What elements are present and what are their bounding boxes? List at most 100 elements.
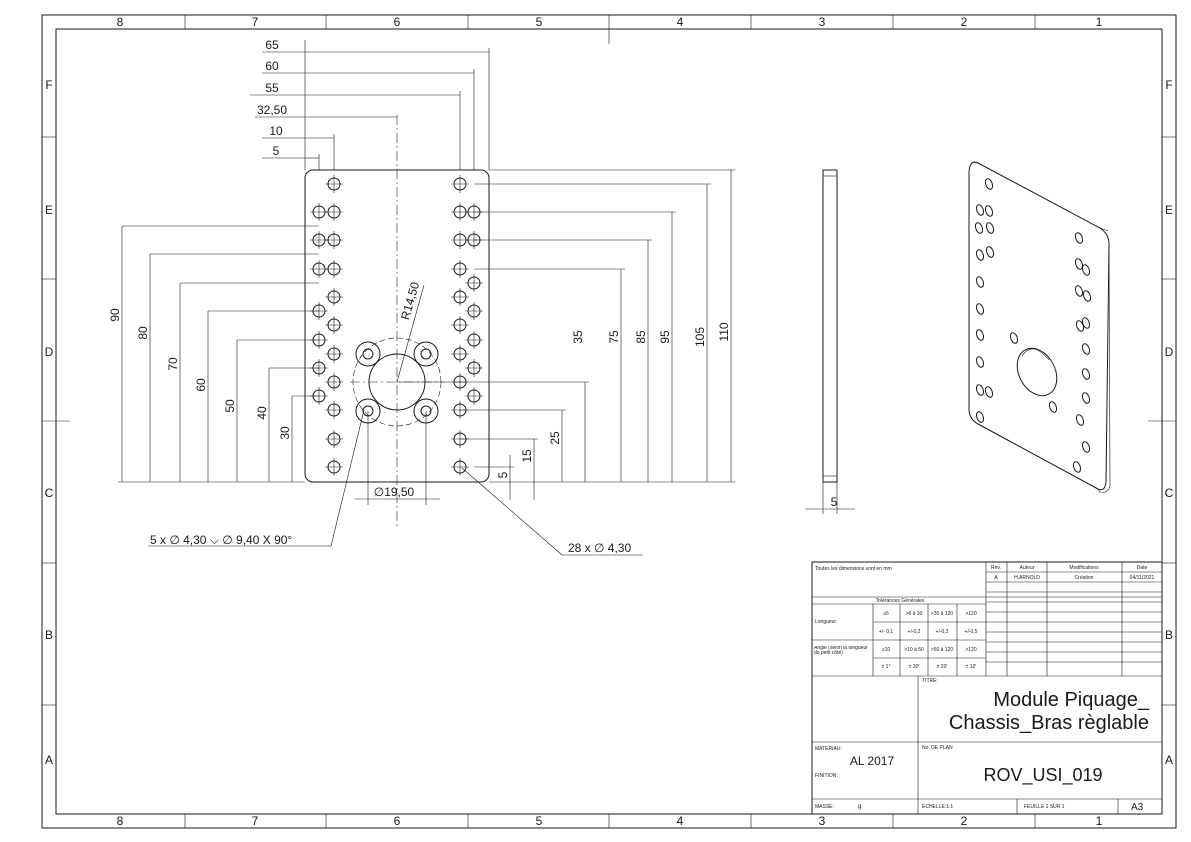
iso-hole bbox=[984, 205, 994, 217]
length-tol: +/-0,3 bbox=[936, 629, 949, 635]
column-label: 8 bbox=[117, 814, 124, 828]
angle-tol: ± 1° bbox=[882, 664, 891, 670]
row-label: F bbox=[45, 78, 52, 92]
dim-right: 95 bbox=[658, 330, 672, 344]
dim-left: 40 bbox=[255, 406, 269, 420]
drawing-title-line1: Module Piquage_ bbox=[993, 689, 1150, 711]
mounting-holes bbox=[310, 175, 483, 476]
dim-left: 30 bbox=[278, 426, 292, 440]
iso-hole bbox=[1075, 414, 1085, 426]
drawing-title-line2: Chassis_Bras règlable bbox=[949, 712, 1149, 734]
row-label: B bbox=[1165, 628, 1173, 642]
row-label: E bbox=[1165, 203, 1173, 217]
length-range: >120 bbox=[965, 611, 976, 617]
dim-right: 35 bbox=[571, 330, 585, 344]
iso-hole bbox=[984, 178, 994, 190]
column-label: 1 bbox=[1096, 814, 1103, 828]
rev-header: Date bbox=[1137, 565, 1148, 571]
finish-label: FINITION: bbox=[815, 773, 838, 779]
iso-hole bbox=[1072, 461, 1082, 473]
dim-horizontal: 32,50 bbox=[257, 103, 287, 117]
rev-header: Auteur bbox=[1020, 565, 1035, 571]
column-label: 2 bbox=[961, 814, 968, 828]
angle-range: >120 bbox=[965, 647, 976, 653]
row-label: D bbox=[45, 345, 54, 359]
column-label: 7 bbox=[252, 814, 259, 828]
column-label: 4 bbox=[677, 814, 684, 828]
row-label: A bbox=[45, 753, 53, 767]
iso-hole bbox=[985, 222, 995, 234]
dim-horizontal: 5 bbox=[273, 144, 280, 158]
iso-hole bbox=[1074, 258, 1084, 270]
iso-hole bbox=[975, 329, 985, 341]
iso-hole bbox=[975, 411, 985, 423]
iso-hole bbox=[1075, 320, 1085, 332]
iso-hole bbox=[1074, 232, 1084, 244]
length-range: >30 à 120 bbox=[931, 611, 954, 617]
row-label: C bbox=[45, 486, 54, 500]
row-label: F bbox=[1165, 78, 1172, 92]
angle-range: ≤10 bbox=[882, 647, 891, 653]
rev-value: A bbox=[994, 575, 998, 581]
dim-radius: R14,50 bbox=[398, 280, 422, 321]
units-note: Toutes les dimensions sont en mm bbox=[815, 566, 892, 572]
column-label: 4 bbox=[677, 15, 684, 29]
length-range: >6 à 30 bbox=[906, 611, 923, 617]
row-label: D bbox=[1165, 345, 1174, 359]
column-label: 6 bbox=[394, 814, 401, 828]
length-tol: +/-0,5 bbox=[965, 629, 978, 635]
sheet-number: FEUILLE 1 SUR 1 bbox=[1024, 804, 1065, 810]
dim-horizontal: 55 bbox=[265, 81, 279, 95]
iso-hole bbox=[1081, 441, 1091, 453]
dim-left: 80 bbox=[136, 326, 150, 340]
iso-hole bbox=[974, 222, 984, 234]
iso-hole bbox=[1074, 285, 1084, 297]
iso-bore bbox=[1016, 347, 1058, 397]
dim-left: 60 bbox=[194, 378, 208, 392]
angle-label: Angle (selon la longueur du petit côté) bbox=[814, 646, 868, 656]
column-label: 3 bbox=[819, 814, 826, 828]
iso-hole bbox=[1082, 290, 1092, 302]
dim-diameter: ∅19,50 bbox=[374, 485, 415, 499]
angle-tol: ± 10' bbox=[966, 664, 977, 670]
iso-hole bbox=[975, 204, 985, 216]
title-block: Toutes les dimensions sont en mm Rev. Au… bbox=[811, 561, 1163, 815]
dim-right: 105 bbox=[693, 327, 707, 347]
iso-hole bbox=[975, 356, 985, 368]
dim-left: 70 bbox=[166, 357, 180, 371]
dimensions: 65 60 55 32,50 10 5 90 80 70 60 50 40 30 bbox=[108, 38, 735, 556]
dim-horizontal: 10 bbox=[269, 124, 283, 138]
iso-hole bbox=[975, 249, 985, 261]
iso-holes bbox=[974, 178, 1092, 473]
iso-hole bbox=[1048, 401, 1058, 413]
title-label: TITRE: bbox=[922, 678, 938, 684]
dim-left: 90 bbox=[108, 308, 122, 322]
iso-hole bbox=[1009, 332, 1019, 344]
dim-small: 5 bbox=[496, 471, 510, 478]
iso-hole bbox=[1081, 264, 1091, 276]
countersink-callout: 5 x ∅ 4,30 ⌵ ∅ 9,40 X 90° bbox=[150, 533, 292, 547]
column-label: 2 bbox=[961, 15, 968, 29]
angle-range: >50 à 120 bbox=[931, 647, 954, 653]
column-label: 8 bbox=[117, 15, 124, 29]
dim-small: 15 bbox=[520, 449, 534, 463]
iso-hole bbox=[975, 303, 985, 315]
rev-modification: Création bbox=[1075, 575, 1094, 581]
rev-header: Rev. bbox=[991, 565, 1001, 571]
dim-horizontal: 60 bbox=[265, 59, 279, 73]
length-label: Longueur bbox=[815, 619, 836, 625]
column-label: 5 bbox=[536, 814, 543, 828]
iso-hole bbox=[985, 246, 995, 258]
material-label: MATERIAU: bbox=[815, 746, 842, 752]
rev-author: H.ARNOLD bbox=[1014, 575, 1040, 581]
column-label: 5 bbox=[536, 15, 543, 29]
plan-number: ROV_USI_019 bbox=[983, 765, 1102, 786]
row-label: C bbox=[1165, 486, 1174, 500]
scale: ECHELLE:1:1 bbox=[922, 804, 953, 810]
iso-hole bbox=[1081, 368, 1091, 380]
rev-header: Modifications bbox=[1069, 565, 1099, 571]
plan-label: No. DE PLAN bbox=[922, 745, 953, 751]
angle-tol: ± 20' bbox=[937, 664, 948, 670]
column-label: 6 bbox=[394, 15, 401, 29]
